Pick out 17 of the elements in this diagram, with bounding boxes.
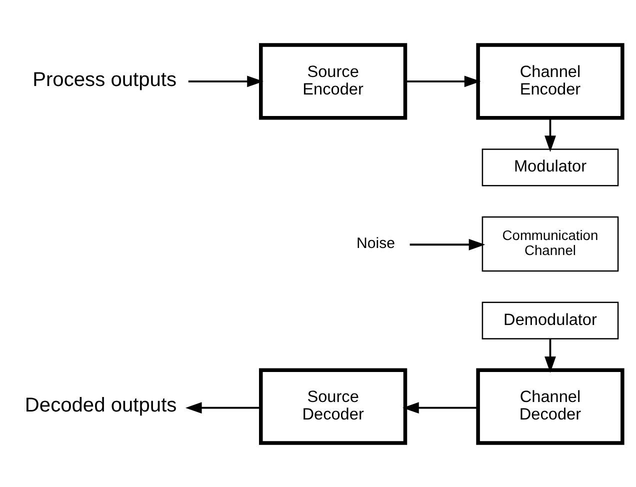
node-box: Channel Encoder [476, 42, 624, 120]
arrow [410, 238, 486, 250]
arrow [544, 117, 556, 152]
arrow [188, 75, 264, 87]
node-text: Noise [356, 234, 395, 252]
node-text: Process outputs [32, 68, 177, 91]
arrow [405, 75, 481, 87]
node-box: Modulator [482, 148, 619, 186]
arrow [402, 402, 478, 414]
arrow [544, 338, 556, 372]
arrow [185, 402, 261, 414]
node-box: Communication Channel [482, 216, 619, 272]
node-box: Source Encoder [259, 42, 408, 120]
node-box: Source Decoder [259, 368, 408, 444]
node-box: Demodulator [482, 301, 619, 339]
node-box: Channel Decoder [476, 368, 624, 444]
node-text: Decoded outputs [24, 394, 177, 416]
